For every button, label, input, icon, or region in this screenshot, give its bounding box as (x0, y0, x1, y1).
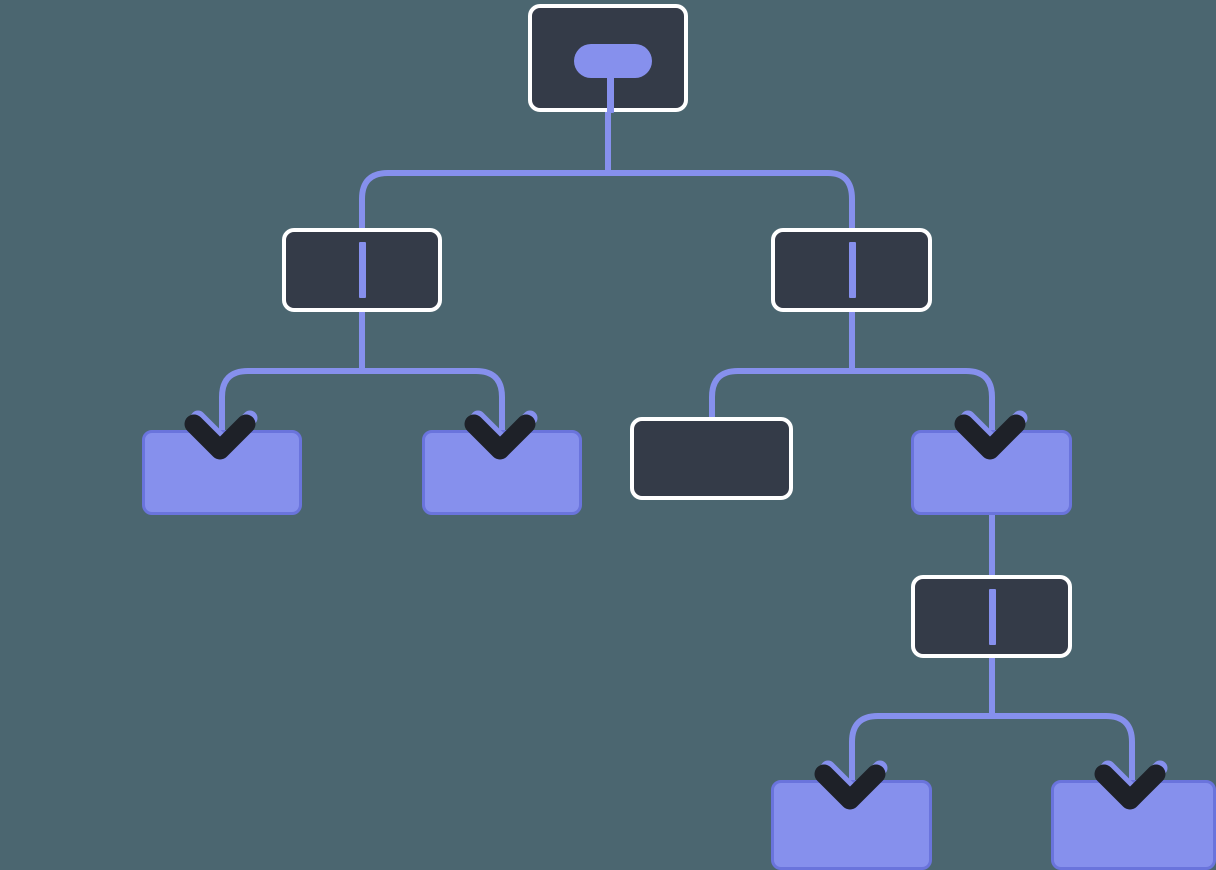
vertical-bar-glyph-icon (989, 589, 996, 645)
edge-branch-right-to-children (709, 306, 995, 436)
node-root[interactable] (528, 4, 688, 113)
node-leaf-3[interactable] (911, 430, 1072, 515)
edge-branch-left-to-leaves (219, 306, 505, 436)
node-leaf-2[interactable] (422, 430, 582, 515)
node-empty[interactable] (630, 417, 793, 500)
node-branch-right[interactable] (771, 228, 932, 312)
vertical-bar-glyph-icon (359, 242, 366, 298)
edge-deep-to-leaves (849, 652, 1135, 786)
node-branch-deep[interactable] (911, 575, 1072, 658)
node-branch-left[interactable] (282, 228, 442, 312)
vertical-bar-glyph-icon (849, 242, 856, 298)
node-leaf-5[interactable] (1051, 780, 1216, 870)
node-leaf-4[interactable] (771, 780, 932, 870)
node-leaf-1[interactable] (142, 430, 302, 515)
pill-stem-icon (607, 68, 614, 113)
